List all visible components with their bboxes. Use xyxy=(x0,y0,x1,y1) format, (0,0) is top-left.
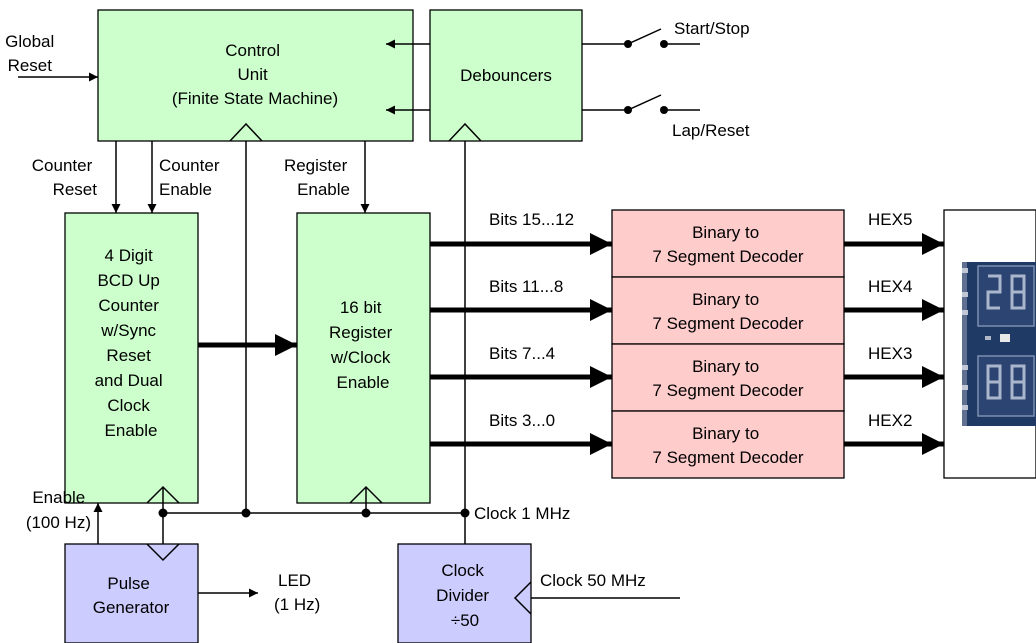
clock-input-triangle xyxy=(146,543,180,562)
register-block: 16 bit Register w/Clock Enable xyxy=(296,212,431,504)
decoders: Binary to 7 Segment Decoder Binary to 7 … xyxy=(611,209,845,479)
bits-label: Bits 15...12 xyxy=(489,210,574,229)
decoder-label: Binary to 7 Segment Decoder xyxy=(652,424,804,467)
hex-label: HEX4 xyxy=(868,277,912,296)
hex-label: HEX2 xyxy=(868,411,912,430)
decoder-hex3: Binary to 7 Segment Decoder xyxy=(611,343,845,412)
lap-reset-switch xyxy=(582,94,700,114)
bits-label: Bits 7...4 xyxy=(489,344,555,363)
switch-icon xyxy=(627,94,662,111)
control-unit-label: Control Unit (Finite State Machine) xyxy=(172,41,338,108)
hex-label: HEX3 xyxy=(868,344,912,363)
clock-50mhz-label: Clock 50 MHz xyxy=(540,571,646,590)
decoder-hex4: Binary to 7 Segment Decoder xyxy=(611,276,845,345)
wires xyxy=(18,39,944,599)
clock-divider-block: Clock Divider ÷50 xyxy=(397,543,532,643)
bcd-counter-label: 4 Digit BCD Up Counter w/Sync Reset and … xyxy=(95,246,168,440)
pulse-generator-box xyxy=(64,543,199,643)
register-enable-label: Register Enable xyxy=(284,156,352,199)
decoder-hex5: Binary to 7 Segment Decoder xyxy=(611,209,845,278)
switch-icon xyxy=(627,28,662,45)
enable-100hz-label: Enable (100 Hz) xyxy=(26,488,91,532)
decoder-label: Binary to 7 Segment Decoder xyxy=(652,357,804,400)
decoder-label: Binary to 7 Segment Decoder xyxy=(652,290,804,333)
decoder-label: Binary to 7 Segment Decoder xyxy=(652,223,804,266)
debouncers-box xyxy=(429,9,583,142)
register-label: 16 bit Register w/Clock Enable xyxy=(329,298,397,392)
display-panel xyxy=(943,209,1036,479)
labels: Global Reset Start/Stop Lap/Reset Counte… xyxy=(5,19,912,614)
bits-label: Bits 3...0 xyxy=(489,411,555,430)
debouncers-block: Debouncers xyxy=(429,9,583,142)
clock-input-triangle xyxy=(229,122,263,142)
counter-reset-label: Counter Reset xyxy=(32,156,97,199)
lap-reset-label: Lap/Reset xyxy=(672,121,750,140)
bcd-counter-block: 4 Digit BCD Up Counter w/Sync Reset and … xyxy=(64,212,199,504)
bcd-counter-box xyxy=(64,212,199,504)
clock-input-triangle xyxy=(513,581,532,615)
clock-input-triangle xyxy=(448,122,482,142)
decoder-box xyxy=(611,410,845,479)
control-unit-box xyxy=(97,9,414,142)
clock-divider-label: Clock Divider ÷50 xyxy=(436,561,494,630)
bits-label: Bits 11...8 xyxy=(489,277,563,296)
debouncers-label: Debouncers xyxy=(460,66,552,85)
hex-label: HEX5 xyxy=(868,210,912,229)
pulse-generator-label: Pulse Generator xyxy=(93,574,170,617)
seven-segment-display-photo xyxy=(962,262,1036,426)
start-stop-label: Start/Stop xyxy=(674,19,750,38)
start-stop-switch xyxy=(582,28,700,48)
decoder-box xyxy=(611,343,845,412)
clock-divider-box xyxy=(397,543,532,643)
decoder-box xyxy=(611,276,845,345)
led-label: LED (1 Hz) xyxy=(274,571,320,614)
decoder-hex2: Binary to 7 Segment Decoder xyxy=(611,410,845,479)
decoder-box xyxy=(611,209,845,278)
global-reset-label: Global Reset xyxy=(5,32,59,75)
counter-enable-label: Counter Enable xyxy=(159,156,224,199)
pulse-generator-block: Pulse Generator xyxy=(64,543,199,643)
register-box xyxy=(296,212,431,504)
clock-1mhz-label: Clock 1 MHz xyxy=(474,504,570,523)
control-unit-block: Control Unit (Finite State Machine) xyxy=(97,9,414,142)
